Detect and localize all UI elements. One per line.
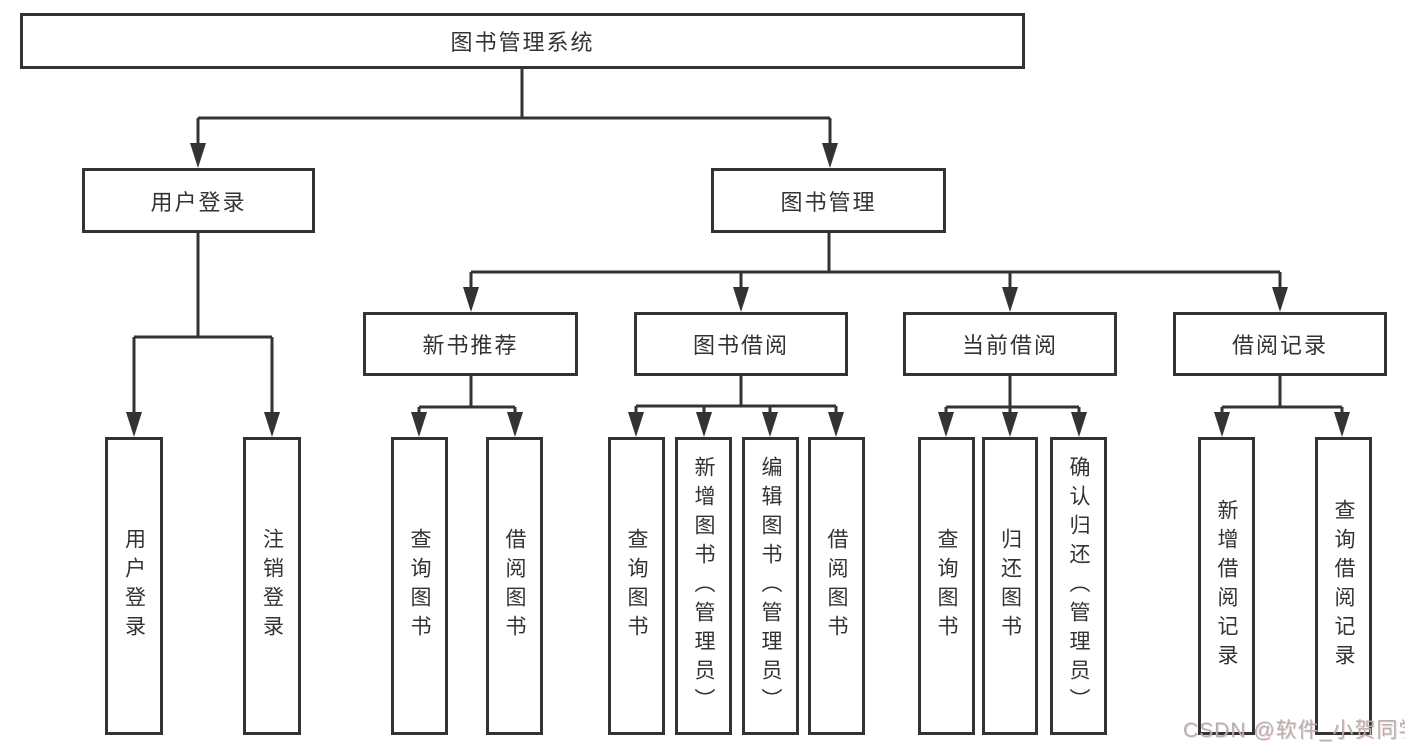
leaf-logout: 注销登录: [243, 437, 301, 735]
leaf-borrow-books-recommend: 借阅图书: [486, 437, 543, 735]
leaf-return-books: 归还图书: [982, 437, 1038, 735]
node-new-book-recommend: 新书推荐: [363, 312, 578, 376]
node-book-borrowing: 图书借阅: [634, 312, 848, 376]
leaf-query-books-borrowing: 查询图书: [608, 437, 665, 735]
leaf-borrow-books-recommend-label: 借阅图书: [503, 528, 526, 644]
node-user-login: 用户登录: [82, 168, 315, 233]
leaf-query-borrow-record: 查询借阅记录: [1315, 437, 1372, 735]
leaf-query-books-borrowing-label: 查询图书: [625, 528, 648, 644]
leaf-edit-books-admin: 编辑图书（管理员）: [742, 437, 799, 735]
leaf-user-login-label: 用户登录: [122, 528, 146, 644]
leaf-query-books-recommend-label: 查询图书: [408, 528, 431, 644]
node-borrow-records: 借阅记录: [1173, 312, 1387, 376]
leaf-query-books-recommend: 查询图书: [391, 437, 448, 735]
leaf-query-books-current: 查询图书: [918, 437, 975, 735]
leaf-add-borrow-record-label: 新增借阅记录: [1215, 499, 1238, 673]
leaf-borrow-books-borrowing: 借阅图书: [808, 437, 865, 735]
node-library-system: 图书管理系统: [20, 13, 1025, 69]
node-current-borrowing: 当前借阅: [903, 312, 1117, 376]
leaf-logout-label: 注销登录: [260, 528, 284, 644]
leaf-confirm-return-admin-label: 确认归还（管理员）: [1067, 455, 1090, 717]
leaf-query-borrow-record-label: 查询借阅记录: [1332, 499, 1355, 673]
leaf-query-books-current-label: 查询图书: [935, 528, 958, 644]
leaf-return-books-label: 归还图书: [998, 528, 1022, 644]
leaf-add-borrow-record: 新增借阅记录: [1198, 437, 1255, 735]
leaf-confirm-return-admin: 确认归还（管理员）: [1050, 437, 1107, 735]
leaf-edit-books-admin-label: 编辑图书（管理员）: [759, 455, 782, 717]
leaf-borrow-books-borrowing-label: 借阅图书: [825, 528, 848, 644]
node-book-management: 图书管理: [711, 168, 946, 233]
leaf-add-books-admin: 新增图书（管理员）: [675, 437, 732, 735]
leaf-user-login: 用户登录: [105, 437, 163, 735]
leaf-add-books-admin-label: 新增图书（管理员）: [692, 455, 715, 717]
csdn-watermark: CSDN @软件_小贺同学: [1183, 719, 1405, 742]
